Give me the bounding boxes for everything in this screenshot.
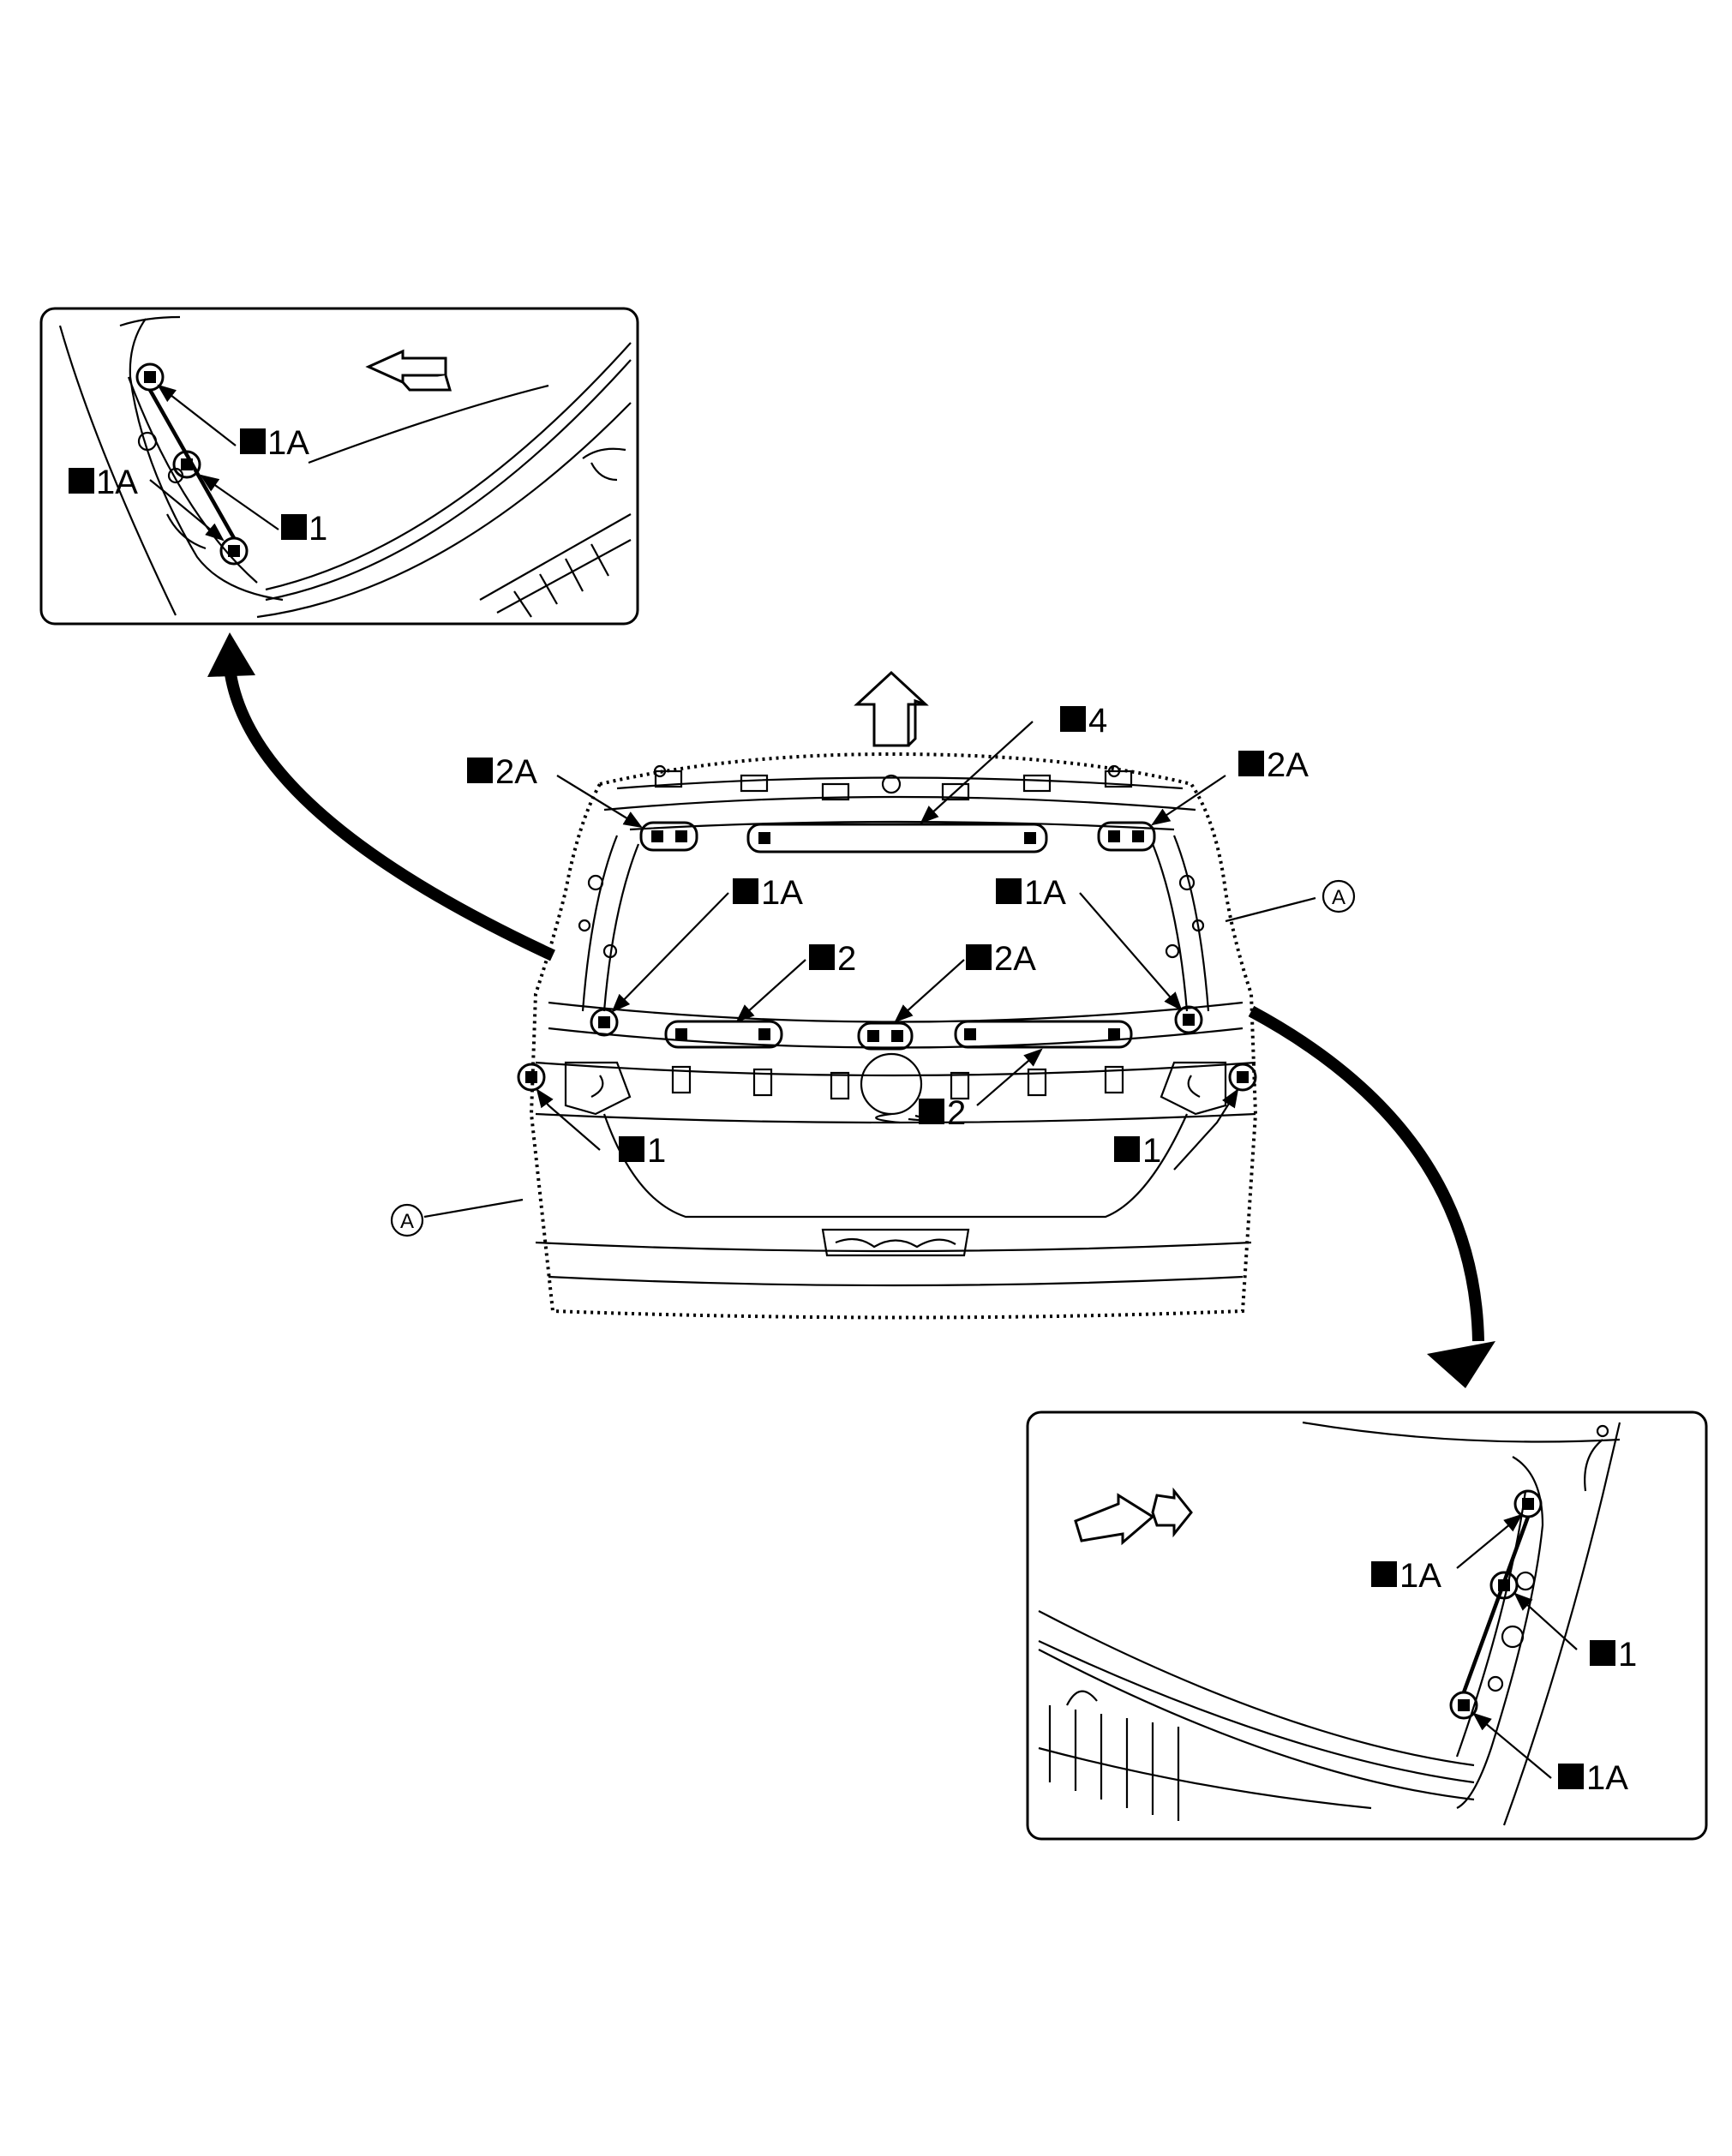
label-1a-left: 1A	[96, 464, 138, 501]
label-2a-left: 2A	[495, 753, 537, 791]
label-1-br: 1	[1618, 1636, 1637, 1674]
reference-square-icon	[733, 878, 758, 904]
reference-square-icon	[1060, 706, 1086, 732]
reference-square-icon	[1238, 751, 1264, 776]
strip-2a-right	[1097, 821, 1156, 852]
reference-square-icon	[619, 1136, 644, 1162]
view-reference-a-right	[1321, 879, 1356, 913]
reference-square-icon	[1114, 1136, 1140, 1162]
fastener-marker	[1449, 1691, 1478, 1720]
strip-2-left	[664, 1020, 783, 1049]
view-reference-a-left-text: A	[400, 1210, 414, 1233]
reference-square-icon	[467, 758, 493, 783]
label-2-upper: 2	[837, 940, 856, 978]
inset-frame	[39, 307, 639, 626]
liftgate-handle	[821, 1228, 970, 1257]
label-2-lower: 2	[947, 1094, 966, 1132]
label-4: 4	[1088, 702, 1107, 740]
label-1a-left-main: 1A	[761, 874, 803, 912]
strip-4	[746, 823, 1048, 853]
callout-arrow-bottom-right	[1248, 1005, 1484, 1342]
label-1a-upper: 1A	[267, 424, 309, 462]
callout-arrow-top-left	[224, 668, 555, 961]
direction-arrow-icon	[365, 349, 447, 385]
label-1-left-main: 1	[647, 1132, 666, 1170]
reference-square-icon	[1371, 1561, 1397, 1587]
reference-square-icon	[809, 944, 835, 970]
fastener-marker	[590, 1008, 619, 1037]
label-1a-lower-br: 1A	[1586, 1759, 1628, 1797]
reference-square-icon	[996, 878, 1022, 904]
direction-arrow-icon	[1151, 1487, 1193, 1538]
label-1a-right-main: 1A	[1024, 874, 1066, 912]
strip-2a-middle	[857, 1021, 914, 1051]
reference-square-icon	[69, 468, 94, 494]
strip-2a-left	[639, 821, 698, 852]
reference-square-icon	[919, 1099, 944, 1124]
label-2a-middle: 2A	[994, 940, 1036, 978]
label-1-lower: 1	[309, 510, 327, 548]
fastener-marker	[1174, 1005, 1203, 1034]
view-reference-a-right-text: A	[1332, 886, 1345, 909]
reference-square-icon	[240, 428, 266, 454]
view-reference-a-left	[390, 1203, 424, 1237]
fastener-marker	[517, 1063, 546, 1092]
liftgate-main-view: 4 2A 2A 1A 1A 2 2A 2 1 1 A A	[390, 670, 1356, 1320]
inset-frame	[1026, 1410, 1708, 1841]
label-1-right-main: 1	[1142, 1132, 1161, 1170]
fastener-marker	[1513, 1489, 1543, 1518]
strip-2-right	[954, 1020, 1133, 1049]
reference-square-icon	[966, 944, 992, 970]
label-2a-right: 2A	[1267, 746, 1309, 784]
reference-square-icon	[1590, 1640, 1615, 1666]
label-1a-upper-br: 1A	[1399, 1557, 1441, 1595]
fastener-marker	[1228, 1063, 1257, 1092]
top-left-detail-inset: 1A 1A 1	[39, 307, 639, 626]
bottom-right-detail-inset: 1A 1 1A	[1026, 1410, 1708, 1841]
reference-square-icon	[1558, 1764, 1584, 1789]
reference-square-icon	[281, 514, 307, 540]
up-direction-arrow-icon	[854, 670, 929, 747]
emblem-mount	[860, 1052, 923, 1116]
